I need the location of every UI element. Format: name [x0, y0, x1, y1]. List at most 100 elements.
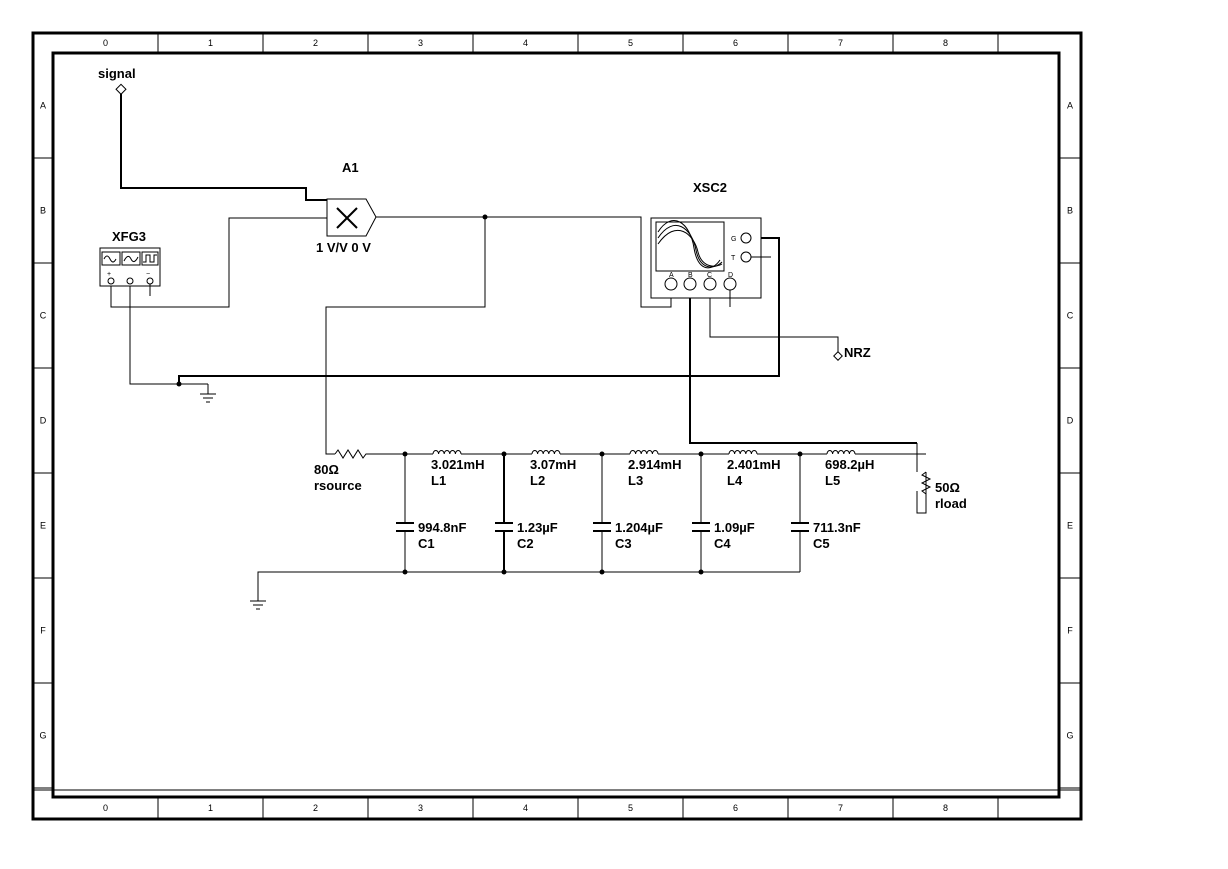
svg-text:C: C	[707, 272, 712, 279]
to-rsource-wire	[325, 217, 486, 455]
nrz-connector[interactable]: NRZ	[833, 345, 871, 361]
fg-label: XFG3	[112, 229, 146, 244]
row-label: E	[1067, 521, 1073, 531]
column-label: 8	[943, 803, 948, 813]
inductor-name: L5	[825, 473, 840, 488]
row-label: F	[40, 626, 46, 636]
svg-text:G: G	[731, 236, 736, 243]
function-generator-xfg3[interactable]: XFG3 + −	[99, 229, 161, 296]
column-label: 4	[523, 803, 528, 813]
column-label: 0	[103, 38, 108, 48]
column-label: 5	[628, 38, 633, 48]
svg-text:−: −	[146, 271, 150, 278]
multiplier-value: 1 V/V 0 V	[316, 240, 371, 255]
signal-connector[interactable]: signal	[98, 66, 136, 95]
rload-value: 50Ω	[935, 480, 960, 495]
row-label: A	[1067, 101, 1073, 111]
inductor-value: 698.2µH	[825, 457, 874, 472]
inductor-name: L3	[628, 473, 643, 488]
capacitor-name: C4	[714, 536, 731, 551]
scope-label: XSC2	[693, 180, 727, 195]
scope-b-wire	[689, 291, 917, 444]
row-label: C	[1067, 311, 1074, 321]
svg-text:+: +	[107, 271, 111, 278]
column-label: 2	[313, 803, 318, 813]
fg-common-wire	[129, 283, 179, 385]
column-label: 3	[418, 803, 423, 813]
svg-text:D: D	[728, 272, 733, 279]
sine-wave-icon	[101, 251, 121, 266]
row-label: B	[1067, 206, 1073, 216]
mult-out-wire	[376, 216, 672, 308]
column-label: 4	[523, 38, 528, 48]
multiplier-a1[interactable]: A1 1 V/V 0 V	[316, 160, 396, 255]
ground-bus-wire	[178, 237, 780, 384]
row-label: E	[40, 521, 46, 531]
svg-text:A: A	[669, 272, 674, 279]
column-label: 7	[838, 803, 843, 813]
multiplier-ref: A1	[342, 160, 359, 175]
capacitor-name: C1	[418, 536, 435, 551]
inductor-value: 2.401mH	[727, 457, 780, 472]
inductor-name: L1	[431, 473, 446, 488]
row-label: C	[40, 311, 47, 321]
column-label: 3	[418, 38, 423, 48]
column-label: 1	[208, 38, 213, 48]
row-label: D	[1067, 416, 1074, 426]
inductor-value: 2.914mH	[628, 457, 681, 472]
resistor-rsource[interactable]: 80Ω rsource	[314, 449, 368, 493]
signal-label: signal	[98, 66, 136, 81]
capacitor-value: 1.23µF	[517, 520, 558, 535]
capacitor-name: C5	[813, 536, 830, 551]
ladder-ground-rail	[257, 571, 800, 601]
row-label: G	[39, 731, 46, 741]
oscilloscope-xsc2[interactable]: XSC2 G T A B C D	[650, 180, 771, 307]
row-label: F	[1067, 626, 1073, 636]
column-label: 7	[838, 38, 843, 48]
rsource-name: rsource	[314, 478, 362, 493]
junction-dots	[176, 214, 803, 575]
resistor-rload[interactable]: 50Ω rload	[920, 471, 967, 511]
ground-symbol	[200, 393, 216, 403]
column-label: 8	[943, 38, 948, 48]
inductor-value: 3.021mH	[431, 457, 484, 472]
sheet-frame	[31, 31, 1083, 821]
fg-plus-wire	[110, 217, 328, 308]
capacitor-value: 994.8nF	[418, 520, 466, 535]
row-label: G	[1066, 731, 1073, 741]
capacitor-name: C2	[517, 536, 534, 551]
capacitor-value: 1.09µF	[714, 520, 755, 535]
capacitor-name: C3	[615, 536, 632, 551]
row-label: D	[40, 416, 47, 426]
column-label: 5	[628, 803, 633, 813]
row-grid-ticks: A A B B C C D D E E F F G G	[33, 101, 1081, 789]
capacitor-value: 1.204µF	[615, 520, 663, 535]
svg-text:B: B	[688, 272, 693, 279]
column-label: 6	[733, 38, 738, 48]
row-label: A	[40, 101, 46, 111]
column-label: 2	[313, 38, 318, 48]
scope-c-wire	[709, 291, 839, 354]
capacitor-value: 711.3nF	[813, 520, 861, 535]
svg-text:T: T	[731, 255, 736, 262]
row-label: B	[40, 206, 46, 216]
inductor-name: L4	[727, 473, 743, 488]
column-label: 1	[208, 803, 213, 813]
signal-wire	[120, 90, 328, 201]
column-label: 0	[103, 803, 108, 813]
inductor-name: L2	[530, 473, 545, 488]
nrz-label: NRZ	[844, 345, 871, 360]
